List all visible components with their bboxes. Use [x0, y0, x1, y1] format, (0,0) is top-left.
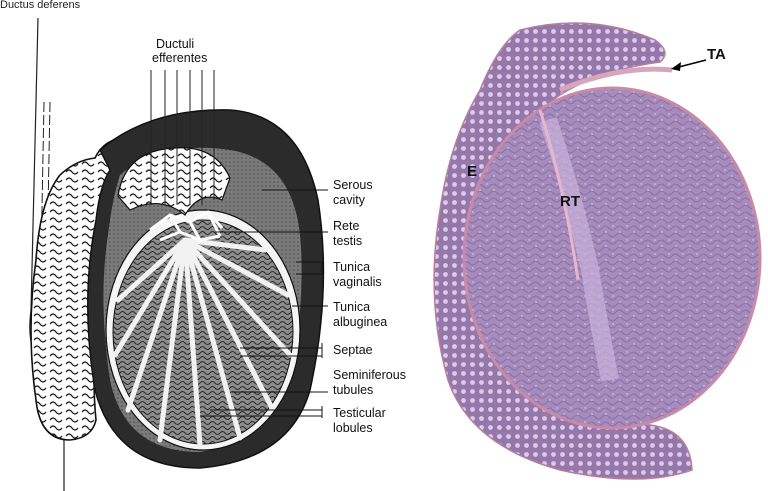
- tunica-vaginalis-label-line2: vaginalis: [333, 275, 382, 289]
- septae-label: Septae: [333, 343, 373, 357]
- rt-label: RT: [560, 193, 580, 210]
- seminiferous-label-line1: Seminiferous: [333, 368, 406, 382]
- tunica-vaginalis-label-line1: Tunica: [333, 260, 370, 274]
- ductus-deferens-label: Ductus deferens: [0, 0, 80, 11]
- histology-section: [434, 23, 760, 479]
- ductuli-label-line2: efferentes: [152, 51, 207, 65]
- ductuli-label-line1: Ductuli: [156, 37, 194, 51]
- seminiferous-label-line2: tubules: [333, 383, 373, 397]
- serous-label-line2: cavity: [333, 193, 365, 207]
- rete-label-line2: testis: [333, 234, 362, 248]
- e-label: E: [467, 163, 477, 180]
- lobules-label-line1: Testicular: [333, 406, 386, 420]
- rete-label-line1: Rete: [333, 219, 359, 233]
- ta-label: TA: [707, 46, 726, 63]
- serous-label-line1: Serous: [333, 178, 373, 192]
- testis-schematic: [30, 18, 328, 491]
- tunica-albuginea-label-line2: albuginea: [333, 315, 387, 329]
- lobules-label-line2: lobules: [333, 421, 373, 435]
- tunica-albuginea-label-line1: Tunica: [333, 300, 370, 314]
